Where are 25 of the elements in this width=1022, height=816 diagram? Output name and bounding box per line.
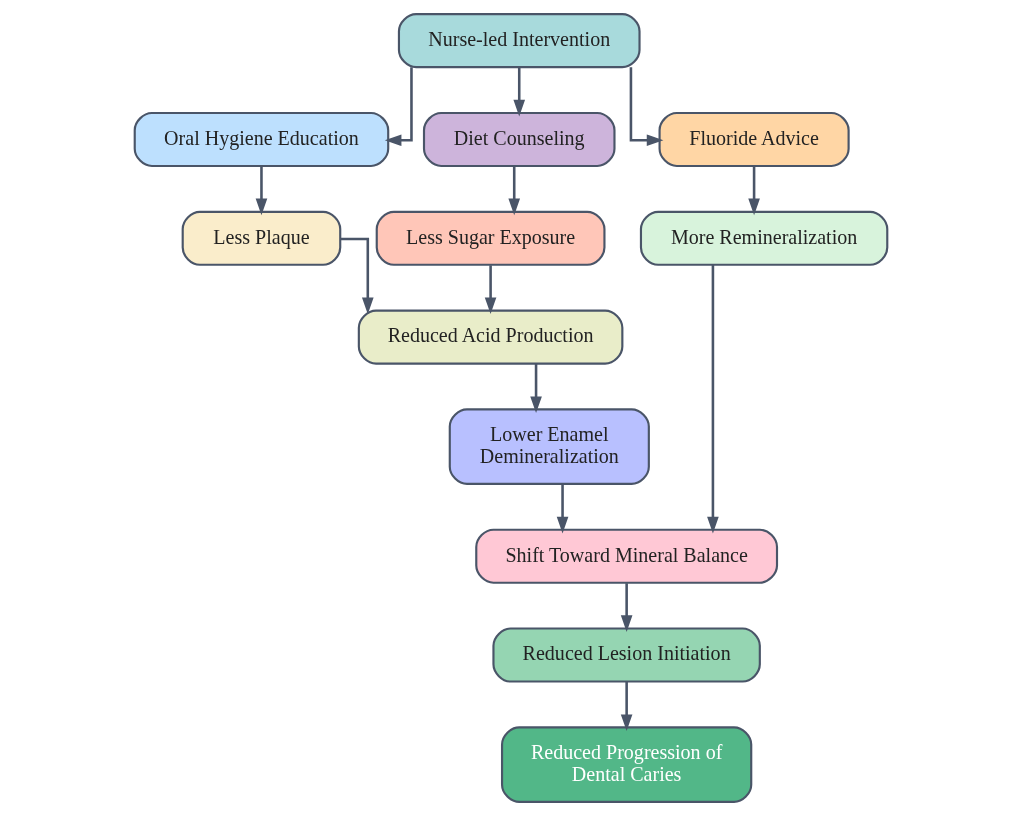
arrow	[629, 67, 664, 147]
arrow	[556, 484, 569, 534]
node-box: Oral Hygiene Education	[133, 111, 390, 168]
arrow	[513, 67, 526, 117]
arrow	[707, 264, 719, 534]
node-box: More Remineralization	[639, 210, 889, 266]
node-box: Reduced Lesion Initiation	[492, 627, 761, 683]
node-box: Less Plaque	[181, 210, 342, 266]
node-box: Reduced Progression of Dental Caries	[500, 726, 753, 803]
arrow	[530, 363, 542, 414]
arrow	[484, 265, 497, 315]
node-box: Shift Toward Mineral Balance	[475, 528, 779, 584]
arrow	[508, 166, 521, 216]
node-box: Fluoride Advice	[658, 111, 850, 168]
arrow	[620, 583, 633, 632]
arrow	[620, 681, 633, 732]
arrow	[384, 67, 413, 147]
node-box: Reduced Acid Production	[357, 309, 624, 365]
arrow	[255, 166, 268, 216]
arrow	[340, 237, 374, 315]
node-box: Lower Enamel Demineralization	[448, 408, 650, 485]
node-box: Diet Counseling	[422, 111, 616, 168]
arrow	[748, 166, 760, 216]
node-box: Less Sugar Exposure	[375, 210, 606, 266]
node-box: Nurse-led Intervention	[397, 13, 641, 69]
